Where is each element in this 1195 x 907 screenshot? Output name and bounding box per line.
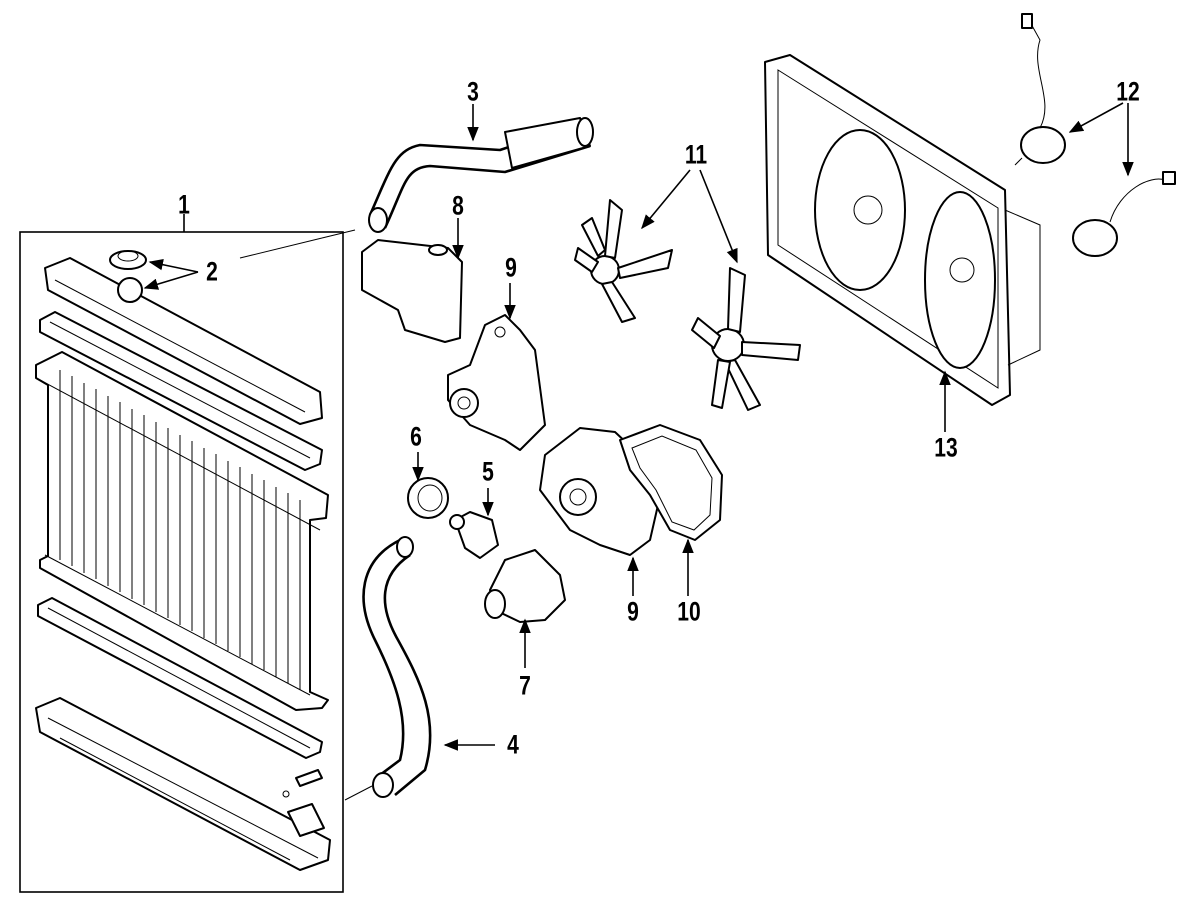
callout-9-lower: 9 <box>627 596 639 627</box>
radiator-frame-box <box>19 231 344 893</box>
callout-6: 6 <box>410 421 422 452</box>
fan-blade-1 <box>574 199 673 323</box>
thermostat <box>449 511 499 559</box>
drain-plug <box>295 769 323 787</box>
fan-blade-2 <box>691 267 801 411</box>
callout-8: 8 <box>452 190 464 221</box>
lower-hose <box>344 536 432 801</box>
coolant-reservoir <box>361 239 463 343</box>
callout-9-upper: 9 <box>505 252 517 283</box>
callout-13: 13 <box>934 432 958 463</box>
leader-line-1-upper <box>239 237 323 259</box>
callout-1: 1 <box>178 189 190 220</box>
radiator-core <box>35 351 329 711</box>
water-outlet <box>484 549 566 623</box>
seal-ring <box>407 477 449 519</box>
callout-3: 3 <box>467 76 479 107</box>
fan-shroud <box>764 54 1041 406</box>
lower-tank <box>35 697 331 871</box>
callout-10: 10 <box>677 596 701 627</box>
upper-tank <box>44 257 323 425</box>
fan-motor-1 <box>1014 13 1066 166</box>
callout-5: 5 <box>482 456 494 487</box>
fan-motor-2 <box>1072 171 1176 257</box>
callout-2: 2 <box>206 256 218 287</box>
callout-4: 4 <box>507 729 519 760</box>
callout-7: 7 <box>519 670 531 701</box>
upper-hose <box>368 117 594 233</box>
water-pump-gasket <box>619 424 723 541</box>
callout-12: 12 <box>1116 76 1140 107</box>
callout-11: 11 <box>684 139 708 170</box>
leader-lines <box>143 102 1134 751</box>
radiator-assembly <box>19 229 356 893</box>
water-pump-upper <box>447 314 546 451</box>
radiator-cap <box>109 250 147 270</box>
